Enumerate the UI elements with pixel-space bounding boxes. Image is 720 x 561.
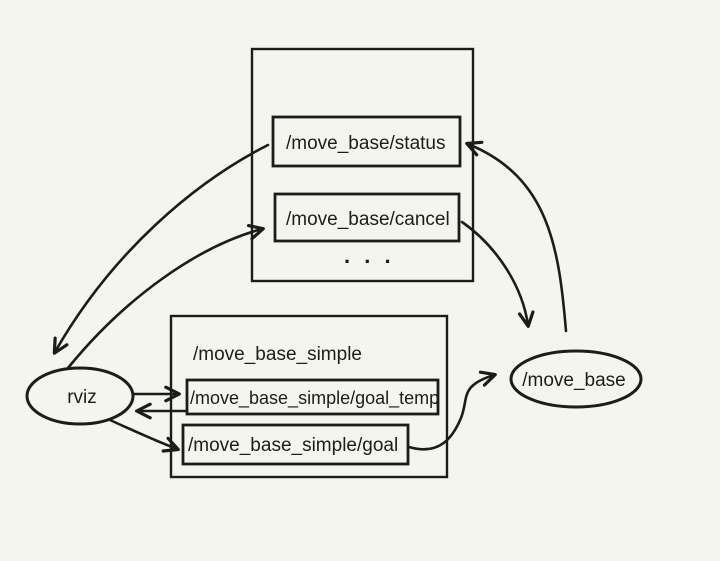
goal-topic-box [181, 423, 410, 466]
move-base-simple-group-label: /move_base_simple [193, 344, 362, 365]
goal-temp-topic-box [185, 378, 440, 416]
status-topic-box [271, 115, 462, 168]
cancel-topic-box [273, 192, 461, 243]
cancel-topic-label: /move_base/cancel [286, 209, 450, 230]
edge-status-to-rviz [52, 143, 270, 355]
rviz-node-label: rviz [67, 387, 97, 408]
status-topic-label: /move_base/status [286, 133, 445, 154]
edge-cancel-to-move-base [460, 220, 535, 328]
move-base-node-ellipse [509, 349, 643, 409]
edge-rviz-to-goal [108, 418, 180, 453]
goal-topic-label: /move_base_simple/goal [188, 435, 398, 456]
rviz-node-ellipse [25, 366, 135, 426]
ellipsis-dots: . . . [344, 243, 395, 268]
move-base-node-label: /move_base [522, 370, 626, 391]
goal-temp-topic-label: /move_base_simple/goal_temp [190, 388, 439, 409]
edge-move-base-to-status [465, 140, 568, 333]
edge-rviz-to-cancel [66, 223, 265, 370]
edge-goal-to-move-base [407, 370, 497, 451]
